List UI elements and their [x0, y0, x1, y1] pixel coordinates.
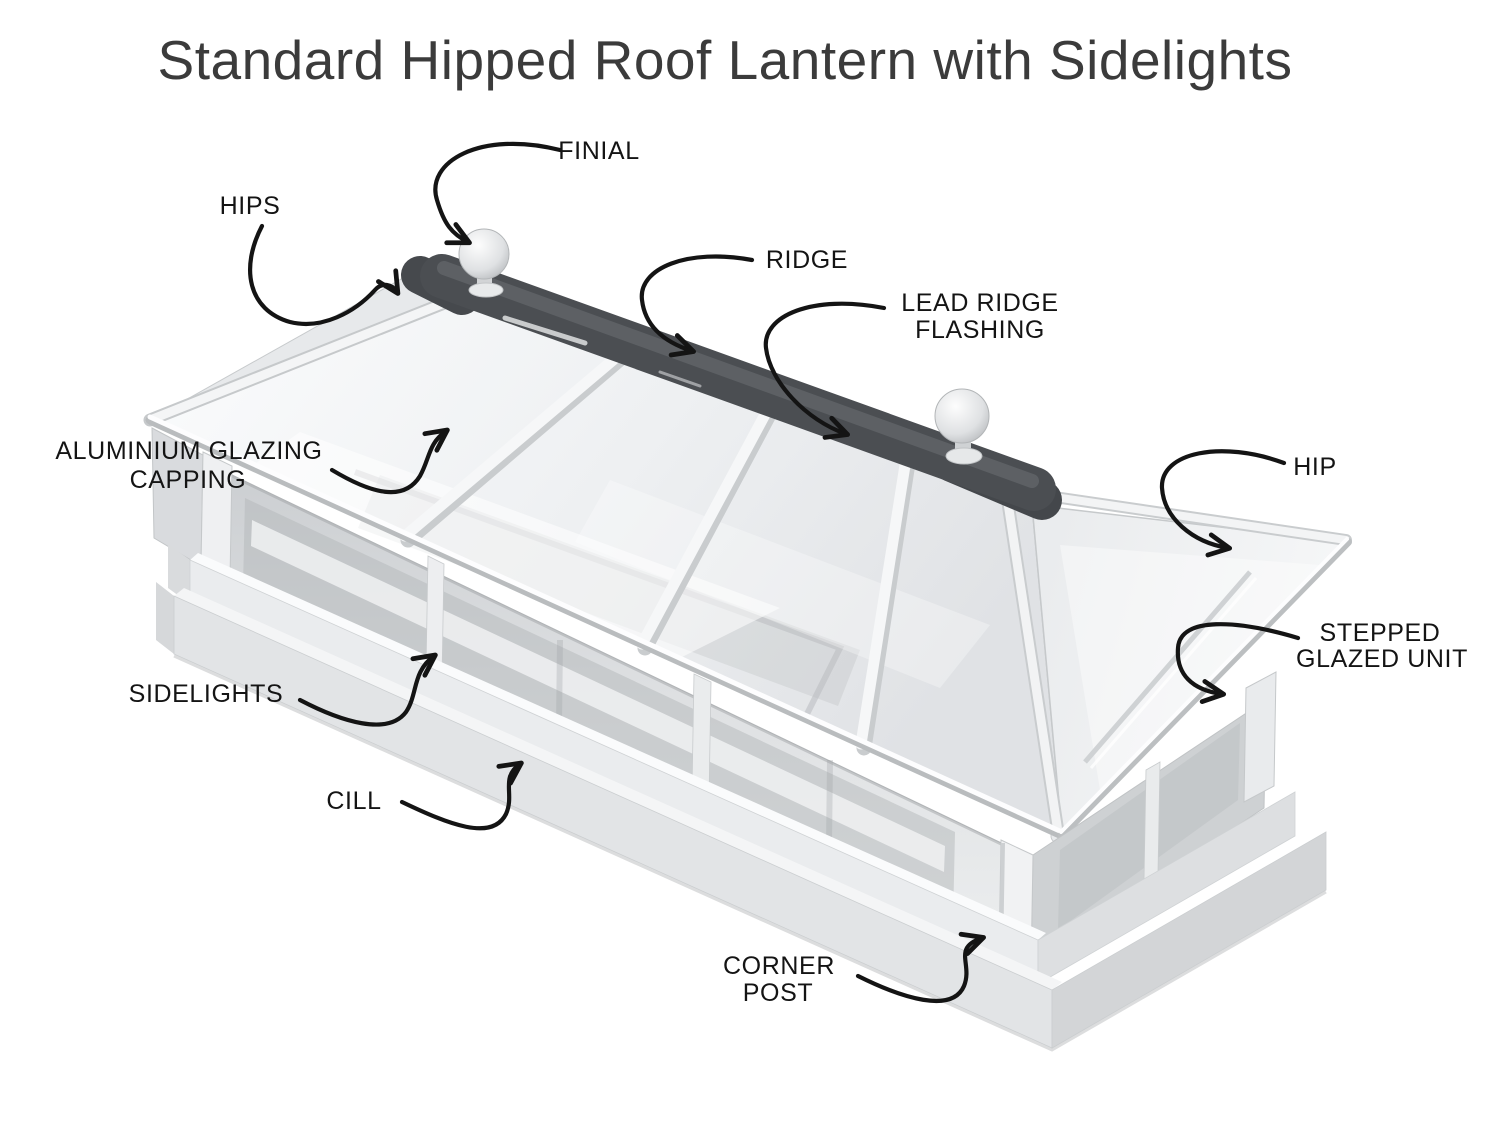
under-eave-shadow	[212, 465, 1021, 855]
eave-edge-front	[147, 414, 1065, 835]
glazing-bar	[636, 403, 774, 650]
arrow-hips	[248, 223, 401, 327]
glazing-bars	[399, 349, 916, 756]
hip-capping-right	[1030, 490, 1350, 544]
page-title: Standard Hipped Roof Lantern with Sideli…	[157, 29, 1293, 91]
label-finial: FINIAL	[558, 137, 639, 165]
arrow-stepped-glazed-unit	[1175, 622, 1301, 705]
arrow-hip	[1159, 449, 1287, 558]
ridge-reflection-streak	[658, 370, 702, 388]
label-lead-ridge-flashing-line1: LEAD RIDGE	[901, 289, 1058, 317]
finial-right-base	[945, 447, 983, 465]
cappings	[143, 293, 1352, 844]
stepped-glazed-unit-edge	[1083, 570, 1252, 764]
finial-left-base	[468, 282, 504, 298]
arrow-cill	[399, 760, 524, 831]
label-aluminium-glazing-capping-line1: ALUMINIUM GLAZING	[55, 437, 322, 465]
arrow-sidelights	[297, 652, 438, 727]
label-corner-post-line1: CORNER	[723, 952, 835, 980]
hip-capping-left	[145, 295, 457, 425]
label-corner-post-line2: POST	[743, 979, 813, 1007]
cill-assembly	[156, 544, 1327, 1052]
arrow-lead-ridge-flashing	[763, 301, 887, 440]
finial-right-ball	[934, 388, 990, 444]
base-bottom-shadow	[173, 654, 1327, 1052]
eave-edge-front-outline	[145, 415, 1067, 840]
label-ridge: RIDGE	[766, 246, 848, 274]
label-stepped-glazed-unit-line1: STEPPED	[1320, 619, 1441, 647]
base-right-face	[1051, 831, 1327, 1049]
label-aluminium-glazing-capping-line2: CAPPING	[130, 466, 247, 494]
ridge-reflection-streak	[502, 315, 588, 346]
sidelight-inner-post	[556, 639, 563, 726]
arrow-corner-post	[855, 931, 986, 1003]
ridge-cap	[420, 254, 1056, 511]
arrow-finial	[433, 141, 563, 246]
corner-post-far-right	[1243, 671, 1277, 803]
glazing-bar	[399, 349, 625, 542]
arrow-aluminium-glazing-capping	[329, 427, 450, 495]
ridge-cap-highlight	[437, 261, 1039, 488]
mullion-right-end	[1143, 761, 1161, 881]
finial-right	[934, 388, 990, 465]
base-left-face	[156, 582, 174, 654]
label-cill: CILL	[326, 787, 381, 815]
sidelight-inner-post	[826, 759, 833, 846]
label-lead-ridge-flashing-line2: FLASHING	[915, 316, 1045, 344]
glass-reflection	[235, 432, 780, 668]
stepped-glazed-unit-highlight	[1089, 577, 1258, 769]
label-hips: HIPS	[220, 192, 281, 220]
annotation-arrows	[248, 141, 1301, 1003]
label-stepped-glazed-unit-line2: GLAZED UNIT	[1296, 645, 1468, 673]
cill-top-lip	[190, 553, 1046, 940]
hip-capping-front-right	[1003, 498, 1063, 837]
sidelight-inner-frame	[251, 520, 945, 872]
label-hip: HIP	[1293, 453, 1336, 481]
annotation-labels: HIPS FINIAL RIDGE LEAD RIDGE FLASHING AL…	[55, 137, 1468, 1007]
finial-left-ball	[458, 228, 510, 280]
base-top-lip	[174, 588, 1062, 990]
glazing-bar	[855, 453, 912, 750]
label-sidelights: SIDELIGHTS	[129, 680, 284, 708]
cill-right-face	[1037, 791, 1296, 985]
arrow-ridge	[639, 254, 755, 358]
